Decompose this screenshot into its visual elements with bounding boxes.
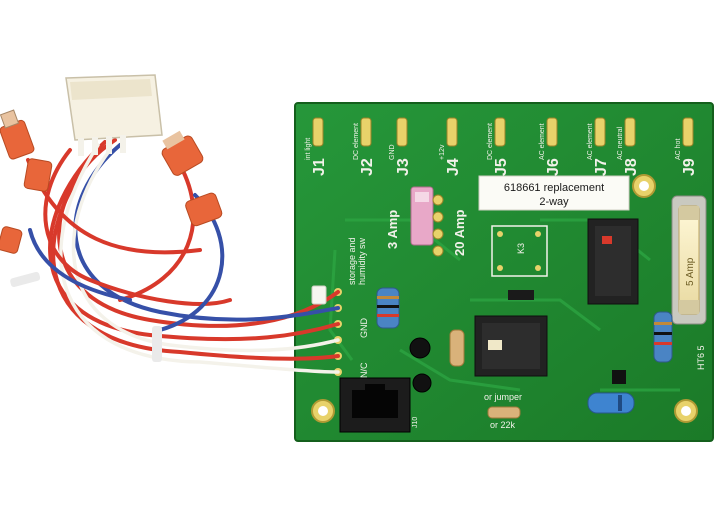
connector-id-j7: J7 [593, 158, 610, 176]
connector-label-j6: AC element [539, 123, 546, 160]
terminal-j1 [312, 117, 324, 147]
relay-secondary [474, 315, 548, 377]
sticker-line-2: 2-way [539, 196, 569, 208]
replacement-sticker: 618661 replacement 2-way [478, 175, 630, 211]
connector-label-j9: AC hot [675, 139, 682, 160]
fuse-20-amp-pads: 20 Amp [432, 194, 467, 257]
terminal-j4 [446, 117, 458, 147]
resistor-22k-label: or 22k [490, 420, 516, 430]
terminal-j3 [396, 117, 408, 147]
fuse-20-amp-label: 20 Amp [452, 209, 467, 256]
connector-id-j6: J6 [545, 158, 562, 176]
capacitor [587, 392, 635, 414]
terminal-j7 [594, 117, 606, 147]
relay-main [587, 218, 639, 305]
connector-label-j8: AC neutral [617, 126, 624, 160]
cable-tie [10, 271, 41, 288]
sticker-line-1: 618661 replacement [504, 182, 604, 194]
fuse-3-amp-label: 3 Amp [385, 210, 400, 249]
spade-terminals [312, 117, 694, 147]
orange-spade-terminals [0, 109, 223, 254]
mounting-holes [311, 174, 698, 423]
cable-tie [152, 326, 162, 362]
connector-label-j5: DC element [487, 123, 494, 160]
k3-label: K3 [516, 243, 526, 254]
fuse-holder-label: HT6 5 [696, 345, 706, 370]
terminal-j6 [546, 117, 558, 147]
connector-label-j1: int light [305, 138, 312, 160]
terminal-j2 [360, 117, 372, 147]
rj-jack [339, 377, 411, 433]
transistors [409, 337, 626, 393]
terminal-j5 [494, 117, 506, 147]
wire-harness [26, 138, 340, 374]
connector-id-j5: J5 [493, 158, 510, 176]
nc-label: N/C [359, 362, 369, 378]
fuse-5-amp-label: 5 Amp [685, 257, 696, 286]
connector-label-j3: GND [389, 144, 396, 160]
connector-label-j7: AC element [587, 123, 594, 160]
side-label-2: humidity sw [357, 237, 367, 285]
connector-id-j8: J8 [623, 158, 640, 176]
side-label-1: storage and [347, 237, 357, 285]
connector-label-j2: DC element [353, 123, 360, 160]
connector-id-j2: J2 [359, 158, 376, 176]
connector-id-j1: J1 [311, 158, 328, 176]
cable-tie [311, 285, 327, 305]
white-plug [65, 74, 163, 156]
relay-k3-footprint: K3 [491, 225, 548, 277]
fuse-5-amp: 5 Amp HT6 5 [671, 195, 707, 370]
gnd-label: GND [359, 318, 369, 339]
jumper-label: or jumper [484, 392, 522, 402]
connector-id-j4: J4 [445, 158, 462, 176]
connector-id-j9: J9 [681, 158, 698, 176]
terminal-j9 [682, 117, 694, 147]
resistors [376, 287, 673, 419]
jack-label: J10 [412, 417, 419, 428]
connector-id-j3: J3 [395, 158, 412, 176]
connector-label-j4: +12v [439, 144, 446, 160]
terminal-j8 [624, 117, 636, 147]
